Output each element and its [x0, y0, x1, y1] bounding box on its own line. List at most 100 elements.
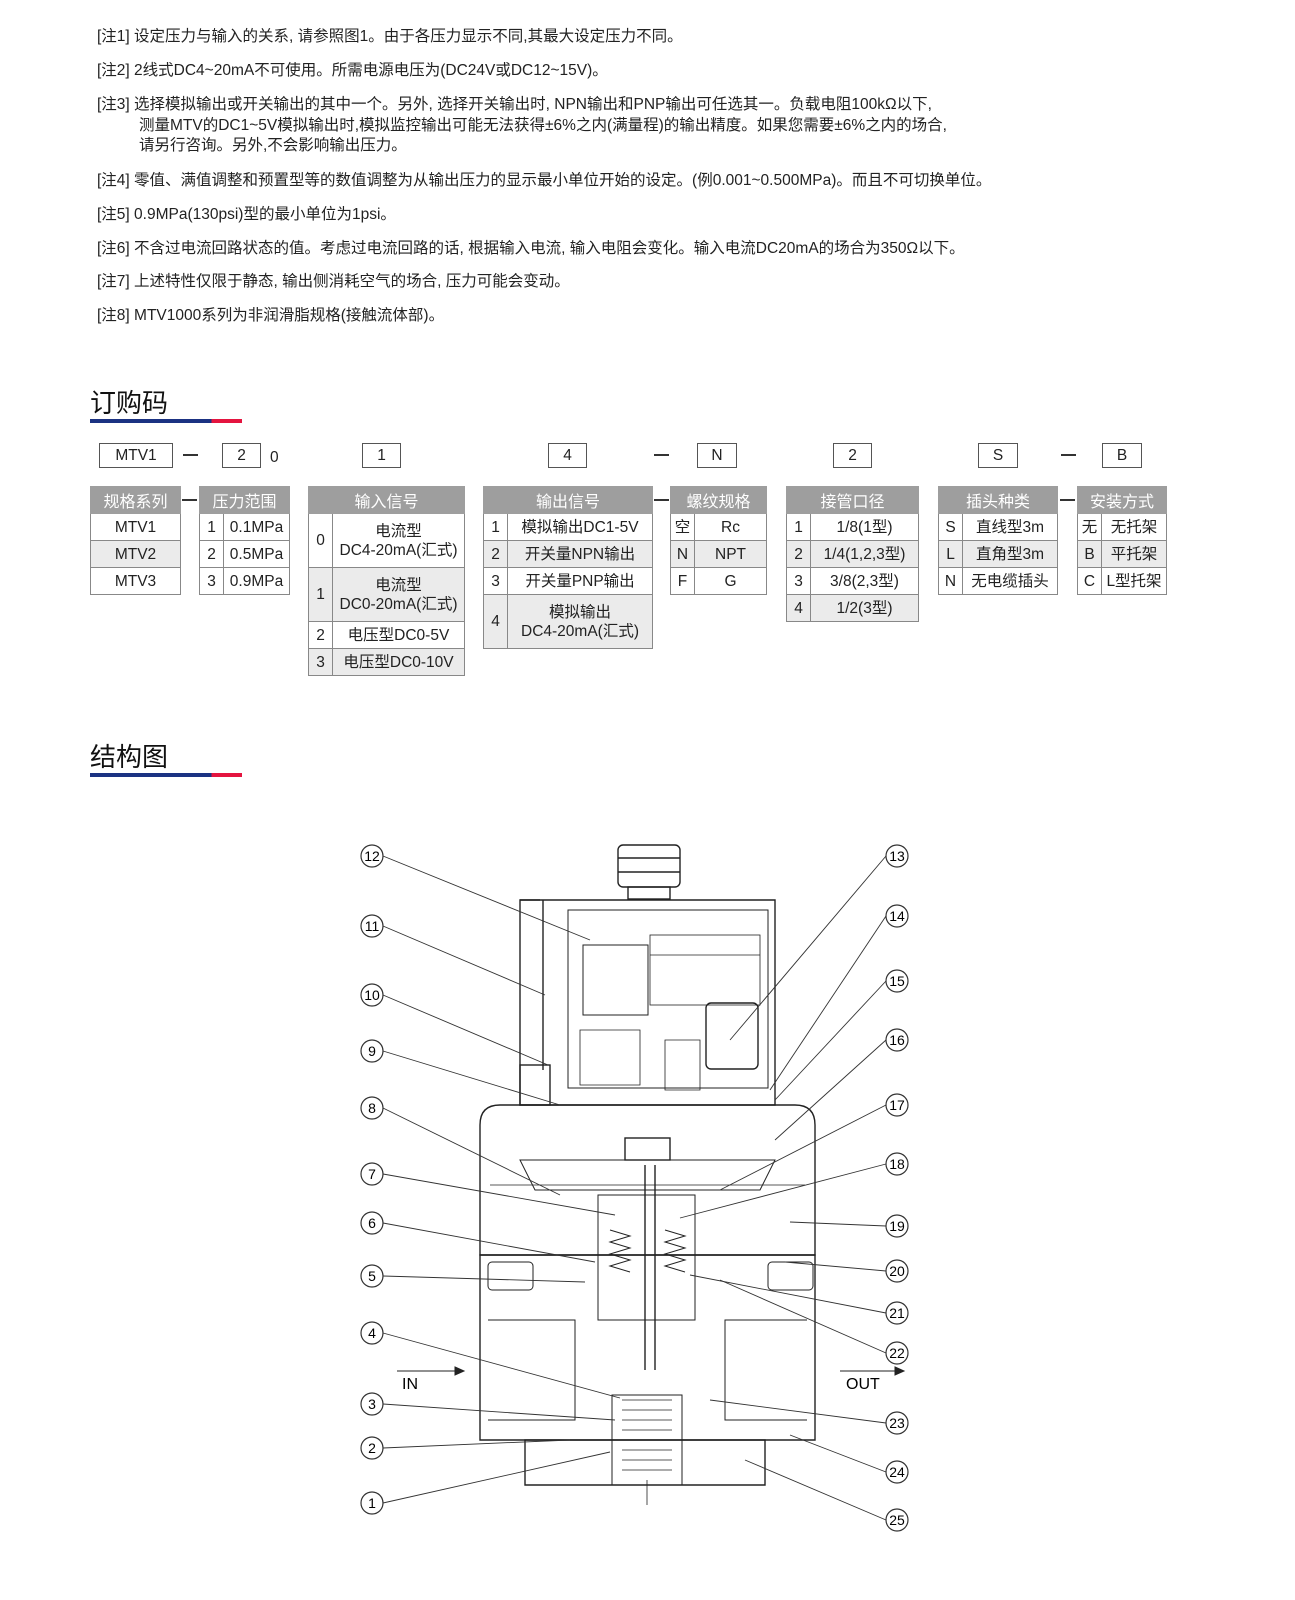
callout-number: 6	[368, 1215, 376, 1231]
option-code: 3	[308, 648, 333, 676]
callout-circle	[885, 1093, 909, 1117]
callout-number: 10	[364, 987, 380, 1003]
callout-number: 5	[368, 1268, 376, 1284]
flow-arrows	[397, 1366, 906, 1376]
option-label-line2: DC0-20mA(汇式)	[339, 595, 458, 613]
callout-circle	[360, 1321, 384, 1345]
separator-dash	[1060, 499, 1075, 501]
leader-line	[744, 1459, 887, 1521]
leader-line	[382, 925, 546, 996]
note-item: [注3] 选择模拟输出或开关输出的其中一个。另外, 选择开关输出时, NPN输出…	[97, 95, 947, 157]
table-header: 压力范围	[199, 486, 290, 514]
option-label-line2: DC4-20mA(汇式)	[521, 622, 639, 640]
option-code: C	[1077, 567, 1102, 595]
note-continuation: 请另行咨询。另外,不会影响输出压力。	[139, 137, 407, 154]
option-code: 2	[483, 540, 508, 568]
callout-number: 24	[889, 1464, 905, 1480]
note-text: 2线式DC4~20mA不可使用。所需电源电压为(DC24V或DC12~15V)。	[134, 62, 608, 79]
option-label: MTV3	[90, 567, 181, 595]
leader-line	[774, 1039, 887, 1141]
callout-24: 24	[789, 1434, 909, 1484]
table-header: 输出信号	[483, 486, 653, 514]
table-header: 规格系列	[90, 486, 181, 514]
option-code: S	[938, 513, 963, 541]
option-label: NPT	[694, 540, 767, 568]
option-code: 1	[483, 513, 508, 541]
option-label: 3/8(2,3型)	[810, 567, 919, 595]
callout-number: 4	[368, 1325, 376, 1341]
option-label: 模拟输出DC1-5V	[507, 513, 653, 541]
option-label-line1: 电流型	[375, 522, 422, 540]
code-output: 4	[548, 443, 587, 468]
option-label: 无托架	[1101, 513, 1167, 541]
callout-17: 17	[719, 1093, 909, 1191]
callout-5: 5	[360, 1264, 586, 1288]
leader-line	[784, 1261, 887, 1272]
callout-circle	[885, 1028, 909, 1052]
separator-dash	[654, 454, 669, 456]
leader-line	[789, 1434, 887, 1473]
callout-number: 18	[889, 1156, 905, 1172]
callout-number: 9	[368, 1043, 376, 1059]
option-code: 2	[199, 540, 224, 568]
callout-number: 23	[889, 1415, 905, 1431]
note-item: [注2] 2线式DC4~20mA不可使用。所需电源电压为(DC24V或DC12~…	[97, 61, 608, 82]
leader-line	[382, 1173, 616, 1216]
callout-circle	[885, 1214, 909, 1238]
note-text: 上述特性仅限于静态, 输出侧消耗空气的场合, 压力可能会变动。	[134, 273, 570, 290]
option-code: F	[670, 567, 695, 595]
option-label: 直角型3m	[962, 540, 1058, 568]
note-text: 选择模拟输出或开关输出的其中一个。另外, 选择开关输出时, NPN输出和PNP输…	[134, 96, 932, 113]
leader-line	[382, 1050, 561, 1106]
option-label: 电压型DC0-5V	[332, 621, 465, 649]
separator-dash	[183, 454, 198, 456]
callout-circle	[885, 1259, 909, 1283]
leader-line	[382, 994, 549, 1066]
callout-6: 6	[360, 1211, 596, 1263]
callout-circle	[360, 1039, 384, 1063]
callout-13: 13	[729, 844, 909, 1041]
option-code: 1	[199, 513, 224, 541]
callout-20: 20	[784, 1259, 909, 1283]
callout-number: 12	[364, 848, 380, 864]
note-text: 0.9MPa(130psi)型的最小单位为1psi。	[134, 206, 396, 223]
callout-circle	[360, 1436, 384, 1460]
callout-circle	[360, 914, 384, 938]
option-label-line1: 模拟输出	[548, 603, 611, 621]
option-code: 4	[483, 594, 508, 649]
callout-circle	[885, 844, 909, 868]
option-label: 1/8(1型)	[810, 513, 919, 541]
callout-number: 8	[368, 1100, 376, 1116]
leader-line	[382, 1222, 596, 1263]
callout-circle	[885, 1460, 909, 1484]
leader-line	[382, 1451, 611, 1504]
option-code: 3	[199, 567, 224, 595]
callout-8: 8	[360, 1096, 561, 1196]
leader-line	[789, 1221, 887, 1227]
code-thread: N	[697, 443, 737, 468]
leader-line	[729, 855, 887, 1041]
callout-circle	[885, 1341, 909, 1365]
code-series: MTV1	[99, 443, 173, 468]
option-code: 3	[483, 567, 508, 595]
leader-line	[382, 1332, 621, 1399]
callout-number: 14	[889, 908, 905, 924]
callout-number: 25	[889, 1512, 905, 1528]
note-text: MTV1000系列为非润滑脂规格(接触流体部)。	[134, 307, 445, 324]
note-text: 不含过电流回路状态的值。考虑过电流回路的话, 根据输入电流, 输入电阻会变化。输…	[134, 240, 965, 257]
note-item: [注4] 零值、满值调整和预置型等的数值调整为从输出压力的显示最小单位开始的设定…	[97, 171, 991, 192]
note-continuation: 测量MTV的DC1~5V模拟输出时,模拟监控输出可能无法获得±6%之内(满量程)…	[139, 116, 947, 134]
callout-number: 20	[889, 1263, 905, 1279]
note-tag: [注2]	[97, 62, 130, 79]
